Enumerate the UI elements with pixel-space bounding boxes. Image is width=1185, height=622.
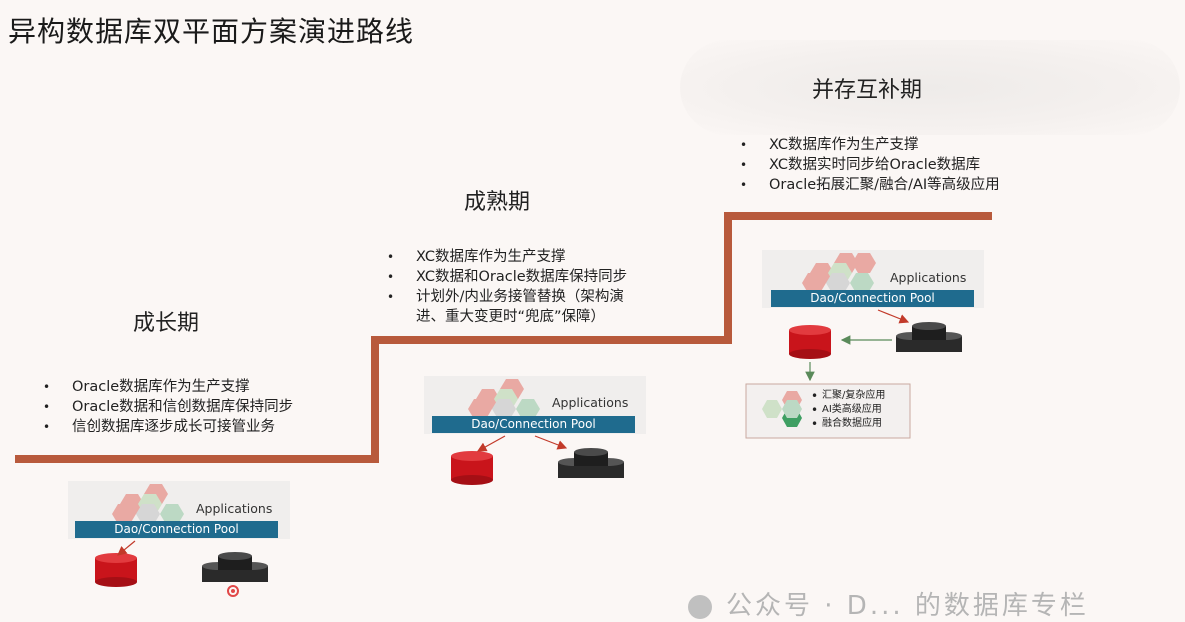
stage3-bullets: XC数据库作为生产支撑 XC数据实时同步给Oracle数据库 Oracle拓展汇… bbox=[737, 135, 1000, 195]
stage-title-mature: 成熟期 bbox=[464, 190, 531, 215]
xc-db-cluster-icon bbox=[202, 552, 268, 582]
list-item: XC数据实时同步给Oracle数据库 bbox=[737, 155, 1000, 175]
oracle-db-icon bbox=[95, 553, 137, 587]
list-item: Oracle数据和信创数据库保持同步 bbox=[40, 397, 293, 417]
list-item: XC数据和Oracle数据库保持同步 bbox=[384, 267, 627, 287]
connection-pool-label: Dao/Connection Pool bbox=[114, 522, 239, 536]
list-item: 融合数据应用 bbox=[808, 417, 885, 431]
app-to-oracle-arrow bbox=[117, 540, 136, 556]
stage1-bullets: Oracle数据库作为生产支撑 Oracle数据和信创数据库保持同步 信创数据库… bbox=[40, 377, 293, 437]
list-item: 进、重大变更时“兜底”保障） bbox=[416, 309, 606, 325]
list-item: Oracle数据库作为生产支撑 bbox=[40, 377, 293, 397]
app-hexagons bbox=[802, 253, 876, 293]
stage-title-coexist: 并存互补期 bbox=[812, 78, 923, 103]
list-item: XC数据库作为生产支撑 bbox=[384, 247, 627, 267]
list-item: 汇聚/复杂应用 bbox=[808, 389, 885, 403]
advanced-apps-list: 汇聚/复杂应用 AI类高级应用 融合数据应用 bbox=[808, 389, 885, 431]
list-item: XC数据库作为生产支撑 bbox=[737, 135, 1000, 155]
oracle-db-icon bbox=[451, 451, 493, 485]
watermark: 公众号 · D... 的数据库专栏 bbox=[688, 585, 1089, 622]
connection-pool-bar bbox=[432, 416, 635, 433]
stage-title-growth: 成长期 bbox=[133, 311, 200, 336]
app-to-oracle-arrow bbox=[476, 435, 506, 452]
applications-label: Applications bbox=[552, 395, 629, 410]
app-to-xc-arrow bbox=[877, 309, 910, 324]
connection-pool-bar bbox=[75, 521, 278, 538]
applications-label: Applications bbox=[196, 501, 273, 516]
stage1-architecture-diagram bbox=[68, 481, 290, 597]
cursor-marker bbox=[227, 585, 239, 597]
list-item: AI类高级应用 bbox=[808, 403, 885, 417]
xc-db-cluster-icon bbox=[558, 448, 624, 478]
applications-label: Applications bbox=[890, 270, 967, 285]
stage2-architecture-diagram bbox=[424, 376, 646, 485]
background-haze bbox=[680, 40, 1180, 135]
stage2-bullets: XC数据库作为生产支撑 XC数据和Oracle数据库保持同步 计划外/内业务接管… bbox=[384, 247, 627, 327]
xc-db-cluster-icon bbox=[896, 322, 962, 352]
app-to-xc-arrow bbox=[534, 435, 568, 450]
app-hexagons bbox=[468, 379, 540, 419]
list-item: 计划外/内业务接管替换（架构演 bbox=[384, 287, 627, 307]
list-item: Oracle拓展汇聚/融合/AI等高级应用 bbox=[737, 175, 1000, 195]
connection-pool-bar bbox=[771, 290, 974, 307]
connection-pool-label: Dao/Connection Pool bbox=[810, 291, 935, 305]
oracle-db-icon bbox=[789, 325, 831, 359]
page-title: 异构数据库双平面方案演进路线 bbox=[8, 15, 415, 48]
list-item: 信创数据库逐步成长可接管业务 bbox=[40, 417, 293, 437]
app-hexagons bbox=[112, 484, 184, 524]
advanced-hexagons bbox=[762, 391, 802, 427]
connection-pool-label: Dao/Connection Pool bbox=[471, 417, 596, 431]
wechat-icon bbox=[688, 594, 712, 619]
evolution-step-line bbox=[15, 212, 992, 463]
